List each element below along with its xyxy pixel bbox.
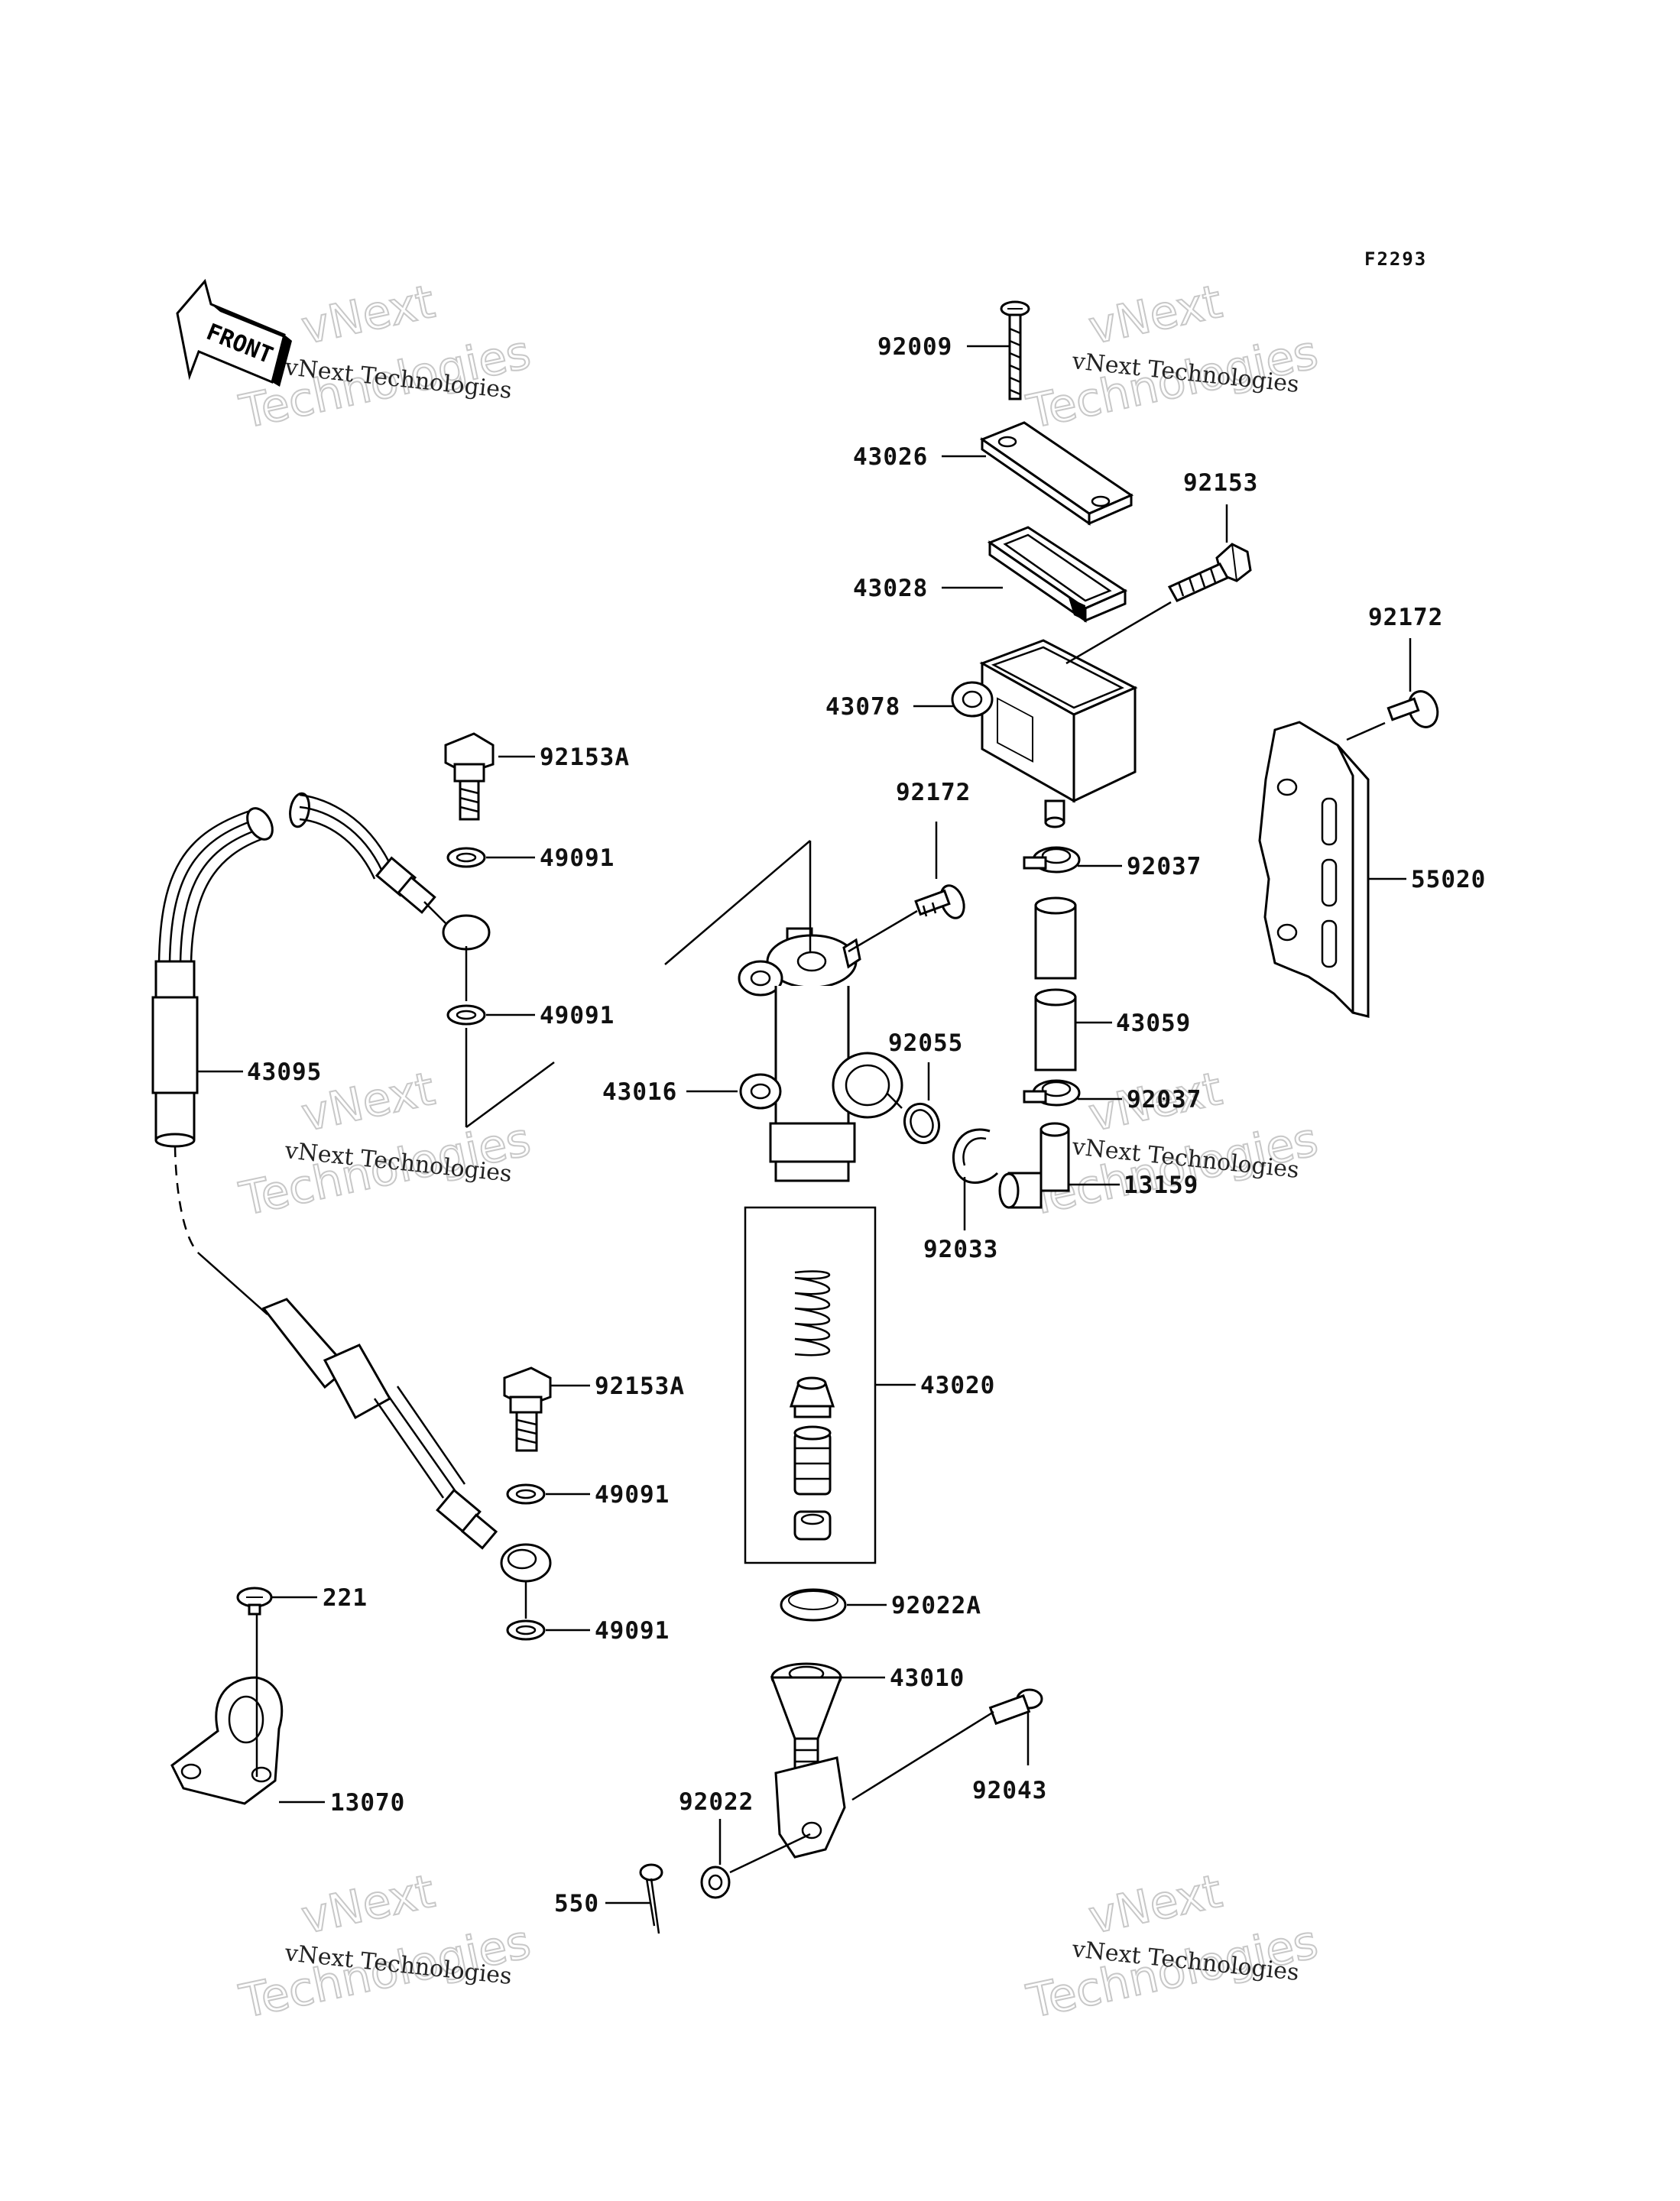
- part-92153-bolt: [1167, 543, 1252, 602]
- watermark-top-right: vNext Technologies vNext Technologies: [1022, 274, 1324, 440]
- part-49091-washer-4: [506, 1619, 546, 1641]
- part-43059-hose: [1034, 896, 1077, 1071]
- label-92037-bottom: 92037: [1127, 1086, 1202, 1113]
- label-92172-right: 92172: [1368, 604, 1443, 631]
- part-92043-pin: [988, 1688, 1043, 1726]
- label-92055: 92055: [888, 1029, 963, 1057]
- label-43026: 43026: [853, 443, 928, 471]
- part-221-screw: [236, 1587, 273, 1616]
- part-92033-snapring: [952, 1128, 999, 1184]
- svg-text:vNext: vNext: [297, 1865, 439, 1945]
- part-55020-guard: [1258, 721, 1370, 1018]
- part-92172-screw-center: [914, 884, 965, 919]
- watermark-bottom-left: vNext Technologies vNext Technologies: [235, 1864, 537, 2030]
- label-43078: 43078: [825, 693, 900, 721]
- part-43020-piston-kit: [744, 1206, 877, 1564]
- part-labels: 92009 43026 92153 43028 43078 92172 5502…: [247, 333, 1486, 1917]
- watermark-bottom-right: vNext Technologies vNext Technologies: [1022, 1864, 1324, 2030]
- label-92172-center: 92172: [896, 779, 971, 806]
- part-49091-washer-2: [446, 1004, 486, 1026]
- part-43016-cylinder: [738, 927, 903, 1182]
- svg-text:vNext: vNext: [297, 275, 439, 355]
- label-55020: 55020: [1411, 866, 1486, 893]
- part-43078-reservoir: [951, 639, 1138, 828]
- leader-lines: [197, 345, 1412, 1904]
- part-43095-hose: [151, 792, 552, 1583]
- label-43010: 43010: [890, 1665, 965, 1692]
- svg-text:vNext: vNext: [1085, 1865, 1227, 1945]
- part-13159-fitting: [998, 1122, 1070, 1209]
- part-49091-washer-3: [506, 1483, 546, 1505]
- label-92009: 92009: [877, 333, 952, 361]
- part-92022-washer: [700, 1866, 731, 1899]
- svg-text:vNext: vNext: [1085, 275, 1227, 355]
- label-43028: 43028: [853, 575, 928, 602]
- part-92037-clamp-bottom: [1023, 1079, 1081, 1107]
- label-49091-4: 49091: [595, 1617, 670, 1645]
- label-92043: 92043: [972, 1777, 1047, 1804]
- label-550: 550: [554, 1890, 599, 1917]
- label-92153: 92153: [1183, 469, 1258, 497]
- part-92153A-bolt-bottom: [503, 1366, 552, 1452]
- part-92022A-circlip: [780, 1588, 847, 1622]
- label-43095: 43095: [247, 1058, 322, 1086]
- part-92172-screw-right: [1386, 690, 1439, 728]
- label-49091-3: 49091: [595, 1481, 670, 1509]
- label-13070: 13070: [330, 1789, 405, 1817]
- part-13070-bracket: [170, 1676, 284, 1805]
- label-92153A-bottom: 92153A: [595, 1373, 685, 1400]
- part-43028-diaphragm: [987, 526, 1128, 623]
- part-49091-washer-1: [446, 847, 486, 868]
- label-92022A: 92022A: [891, 1592, 981, 1619]
- watermark-mid-left: vNext Technologies vNext Technologies: [235, 1062, 537, 1227]
- front-arrow-icon: FRONT: [176, 278, 292, 387]
- label-49091-2: 49091: [540, 1002, 615, 1029]
- label-13159: 13159: [1124, 1172, 1198, 1199]
- part-550-cotterpin: [639, 1863, 663, 1934]
- part-92153A-bolt-top: [444, 732, 495, 821]
- part-92037-clamp-top: [1023, 846, 1081, 874]
- label-43020: 43020: [920, 1372, 995, 1399]
- label-92022: 92022: [679, 1788, 754, 1816]
- label-221: 221: [323, 1584, 368, 1612]
- label-92153A-top: 92153A: [540, 744, 630, 771]
- part-43026-cap: [979, 421, 1134, 526]
- part-92009-screw: [1000, 300, 1030, 400]
- label-92037-top: 92037: [1127, 853, 1202, 880]
- part-92055-oring: [903, 1102, 941, 1145]
- label-92033: 92033: [923, 1236, 998, 1263]
- label-49091-1: 49091: [540, 844, 615, 872]
- part-43010-pushrod: [770, 1662, 846, 1859]
- label-43059: 43059: [1116, 1010, 1191, 1037]
- label-43016: 43016: [602, 1078, 677, 1106]
- diagram-code: F2293: [1364, 248, 1427, 270]
